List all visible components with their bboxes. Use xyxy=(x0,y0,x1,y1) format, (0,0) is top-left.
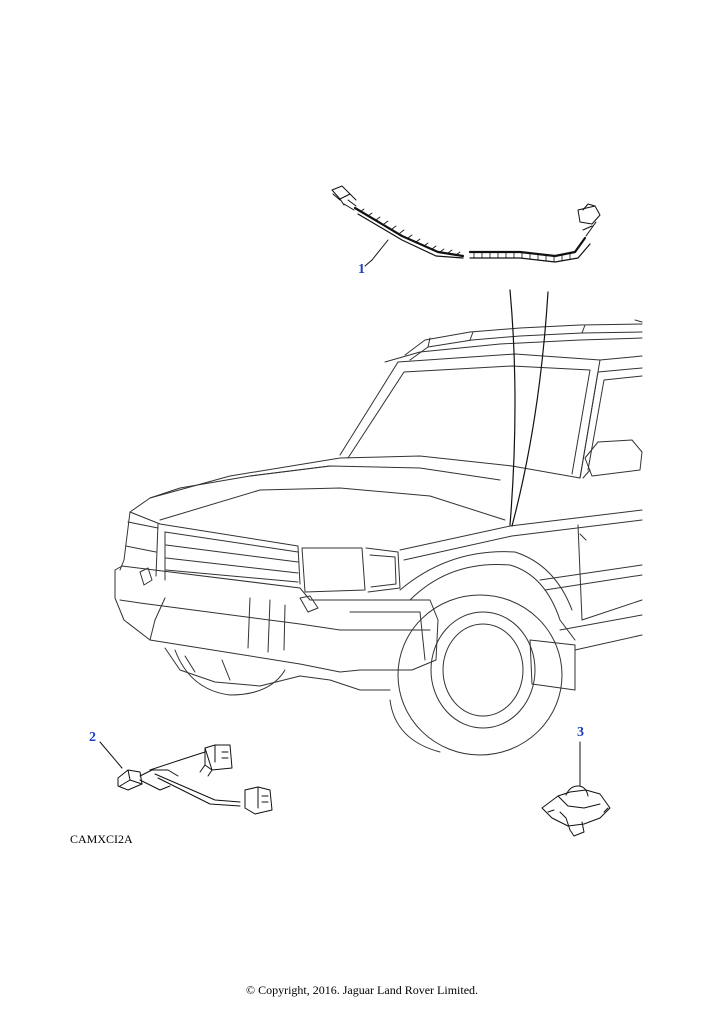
diagram-code: CAMXCI2A xyxy=(70,832,133,846)
vehicle-illustration xyxy=(114,319,643,756)
part-2-sensor-harness xyxy=(99,741,273,815)
callout-part-1: 1 xyxy=(358,262,365,277)
callout-1-leader xyxy=(364,259,373,267)
part-1-harness xyxy=(331,185,601,263)
leader-line-right xyxy=(511,291,549,527)
callout-part-3: 3 xyxy=(577,725,584,740)
copyright-notice: © Copyright, 2016. Jaguar Land Rover Lim… xyxy=(245,983,479,997)
part-3-bracket xyxy=(541,741,611,837)
leader-line-left xyxy=(509,289,516,526)
callout-part-2: 2 xyxy=(89,730,96,745)
